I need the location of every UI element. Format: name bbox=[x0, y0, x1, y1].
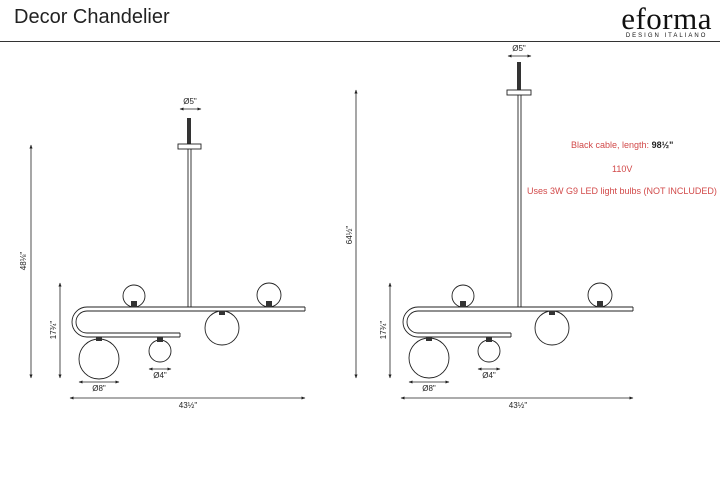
right-canopy-diameter-label: Ø5" bbox=[512, 44, 526, 53]
right-height-total-label: 64½" bbox=[345, 226, 354, 245]
right-arm-curve bbox=[406, 310, 419, 334]
right-globe-large-hanging bbox=[534, 310, 570, 346]
right-globe-large-bottom bbox=[408, 337, 450, 379]
left-stem-top bbox=[187, 118, 191, 144]
page-title: Decor Chandelier bbox=[14, 6, 170, 28]
left-arm-curve bbox=[71, 306, 88, 338]
voltage-note: 110V bbox=[612, 164, 633, 174]
right-height-body-label: 17¾" bbox=[379, 321, 388, 340]
left-arm-curve bbox=[75, 310, 88, 334]
left-globe-holder bbox=[219, 311, 225, 315]
right-globe-holder bbox=[486, 337, 492, 342]
right-small-globe-label: Ø4" bbox=[482, 371, 496, 380]
right-globe-holder bbox=[597, 301, 603, 307]
bulbs-note: Uses 3W G9 LED light bulbs (NOT INCLUDED… bbox=[527, 186, 717, 196]
right-globe-holder bbox=[549, 311, 555, 315]
left-large-globe-label: Ø8" bbox=[92, 384, 106, 393]
left-canopy-diameter-label: Ø5" bbox=[183, 97, 197, 106]
left-globe-holder bbox=[96, 337, 102, 341]
right-large-globe-label: Ø8" bbox=[422, 384, 436, 393]
left-globe-holder bbox=[157, 337, 163, 342]
brand-logo: eforma DESIGN ITALIANO bbox=[621, 1, 712, 40]
left-height-total-label: 48⅛" bbox=[19, 252, 28, 271]
brand-tagline: DESIGN ITALIANO bbox=[625, 33, 708, 39]
right-width-label: 43½" bbox=[509, 401, 528, 410]
right-globe-holder bbox=[460, 301, 466, 307]
cable-note: Black cable, length: 98½" bbox=[571, 140, 673, 150]
left-globe-small-hanging bbox=[148, 339, 172, 363]
right-globe-holder bbox=[426, 337, 432, 341]
left-width-label: 43½" bbox=[179, 401, 198, 410]
right-stem-top bbox=[517, 62, 521, 90]
brand-name: eforma bbox=[621, 1, 712, 36]
left-globe-holder bbox=[131, 301, 137, 307]
left-canopy bbox=[177, 143, 202, 150]
left-view: Ø5" 48⅛" 17¾" Ø8" bbox=[19, 97, 306, 410]
cable-note-value: 98½" bbox=[651, 140, 674, 150]
left-small-globe-label: Ø4" bbox=[153, 371, 167, 380]
right-canopy bbox=[506, 89, 532, 96]
left-globe-holder bbox=[266, 301, 272, 307]
left-globe-large-bottom bbox=[78, 338, 120, 380]
left-height-body-label: 17¾" bbox=[49, 321, 58, 340]
right-globe-small-hanging bbox=[477, 339, 501, 363]
right-view: Ø5" 64½" 17¾" Ø8" bbox=[345, 44, 634, 410]
header-divider bbox=[0, 41, 720, 42]
right-arm-curve bbox=[402, 306, 419, 338]
left-globe-large-hanging bbox=[204, 310, 240, 346]
cable-note-label: Black cable, length: bbox=[571, 140, 650, 150]
